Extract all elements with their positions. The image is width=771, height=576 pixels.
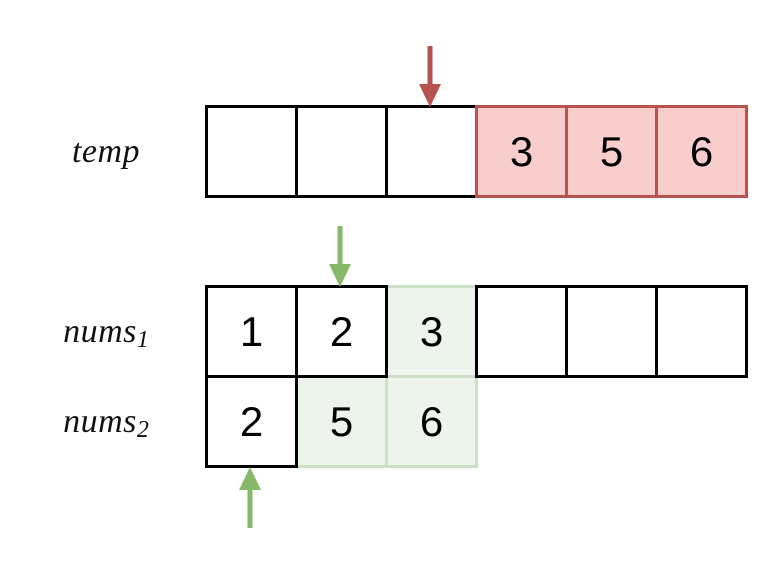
temp-cell-3: 3: [475, 105, 568, 198]
nums1-cell-3: [475, 285, 568, 378]
temp-cell-2: [385, 105, 478, 198]
nums2-array: 2 5 6: [205, 375, 478, 468]
temp-array: 3 5 6: [205, 105, 748, 198]
temp-label-text: temp: [71, 132, 141, 170]
nums2-pointer-arrow-icon: [239, 467, 261, 528]
temp-label: temp: [35, 105, 177, 198]
nums2-label-text: nums: [63, 402, 137, 440]
nums1-cell-4: [565, 285, 658, 378]
nums2-arrow-head: [239, 467, 261, 490]
nums1-cell-2: 3: [385, 285, 478, 378]
nums2-cell-0: 2: [205, 375, 298, 468]
temp-cell-4: 5: [565, 105, 658, 198]
nums1-cell-5: [655, 285, 748, 378]
nums1-arrow-head: [329, 264, 351, 287]
nums1-cell-1: 2: [295, 285, 388, 378]
temp-pointer-arrow-icon: [419, 46, 441, 107]
temp-arrow-head: [419, 84, 441, 107]
nums1-label-subscript: 1: [136, 327, 149, 353]
nums1-pointer-arrow-icon: [329, 226, 351, 287]
nums2-label-subscript: 2: [136, 417, 149, 443]
nums2-cell-2: 6: [385, 375, 478, 468]
temp-cell-5: 6: [655, 105, 748, 198]
nums1-label-text: nums: [63, 312, 137, 350]
temp-cell-1: [295, 105, 388, 198]
nums1-cell-0: 1: [205, 285, 298, 378]
nums2-cell-1: 5: [295, 375, 388, 468]
temp-cell-0: [205, 105, 298, 198]
nums1-array: 1 2 3: [205, 285, 748, 378]
